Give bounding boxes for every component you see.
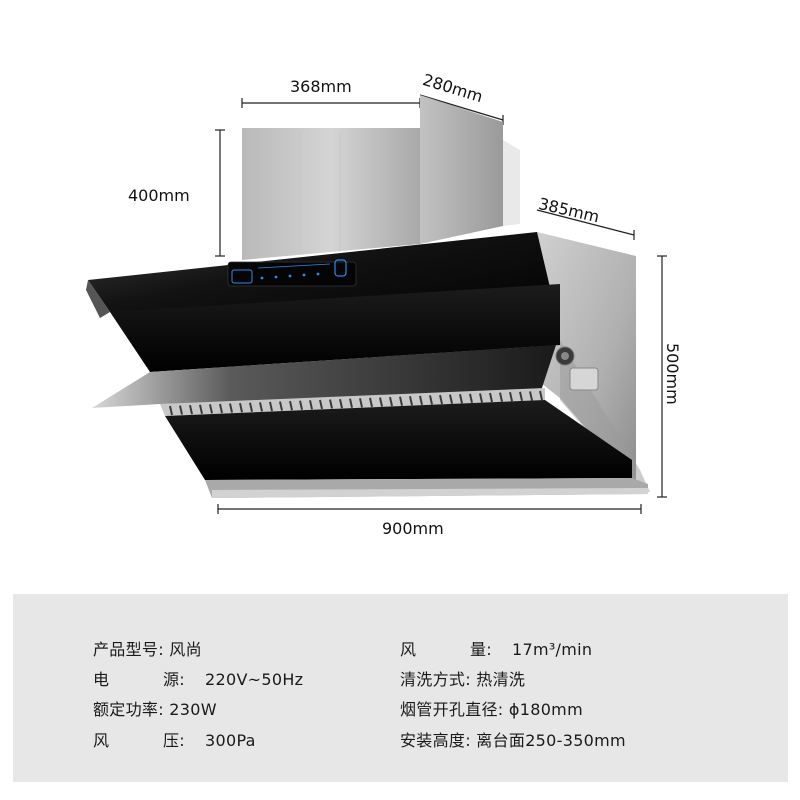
side-light bbox=[555, 346, 599, 391]
spec-cleaning: 清洗方式: 热清洗 bbox=[400, 666, 525, 690]
spec-duct-value: ϕ180mm bbox=[508, 700, 583, 719]
grill-slot bbox=[539, 390, 543, 401]
grill-slot bbox=[259, 402, 263, 412]
spec-model-label: 产品型号: bbox=[93, 640, 164, 659]
grill-slot bbox=[379, 397, 383, 407]
grill-slot bbox=[329, 399, 333, 409]
spec-power-supply-label: 电 源: bbox=[93, 666, 205, 690]
grill-slot bbox=[479, 393, 483, 403]
spec-power-supply-value: 220V~50Hz bbox=[205, 670, 304, 689]
grill-slot bbox=[179, 405, 183, 415]
spec-model: 产品型号: 风尚 bbox=[93, 636, 202, 660]
range-hood-drawing bbox=[86, 94, 667, 514]
grill-slot bbox=[409, 396, 413, 406]
spec-pressure-label: 风 压: bbox=[93, 727, 205, 751]
spec-power-supply: 电 源: 220V~50Hz bbox=[93, 666, 303, 690]
grill-slot bbox=[459, 394, 463, 404]
hood-height-label: 500mm bbox=[663, 343, 682, 405]
grill-slot bbox=[339, 398, 343, 409]
spec-power-supply-label-b: 源: bbox=[163, 670, 185, 689]
grill-slot bbox=[349, 398, 353, 408]
product-illustration: 368mm 280mm 400mm 385mm 500mm 900mm bbox=[86, 70, 682, 538]
grill-slot bbox=[509, 391, 513, 402]
spec-panel: 产品型号: 风尚 电源:220V~50Hz 额定功率: 230W 风压:300P… bbox=[13, 594, 788, 782]
spec-airflow: 风 量: 17m³/min bbox=[400, 636, 592, 660]
spec-cleaning-label: 清洗方式: bbox=[400, 670, 471, 689]
grill-slot bbox=[199, 404, 203, 415]
spec-rated-power: 额定功率: 230W bbox=[93, 696, 217, 720]
spec-install-height-value: 离台面250-350mm bbox=[476, 731, 626, 750]
grill-slot bbox=[519, 391, 523, 402]
spec-rated-power-label: 额定功率: bbox=[93, 700, 164, 719]
grill-slot bbox=[239, 402, 243, 413]
control-panel bbox=[227, 259, 357, 287]
spec-power-supply-label-a: 电 bbox=[93, 670, 110, 689]
spec-duct-label: 烟管开孔直径: bbox=[400, 700, 504, 719]
grill-slot bbox=[319, 399, 323, 410]
grill-slot bbox=[419, 395, 423, 406]
grill-slot bbox=[369, 397, 373, 408]
grill-slot bbox=[359, 398, 363, 408]
grill-slot bbox=[289, 400, 293, 411]
spec-airflow-value: 17m³/min bbox=[512, 640, 593, 659]
spec-airflow-label-a: 风 bbox=[400, 640, 417, 659]
grill-slot bbox=[489, 392, 493, 403]
grill-slot bbox=[499, 392, 503, 402]
grill-slot bbox=[219, 403, 223, 414]
spec-install-height-label: 安装高度: bbox=[400, 731, 471, 750]
spec-pressure-label-b: 压: bbox=[163, 731, 185, 750]
middle-glass-band bbox=[110, 284, 560, 372]
grill-slot bbox=[269, 401, 273, 412]
grill-slot bbox=[169, 405, 173, 416]
grill-slot bbox=[469, 393, 473, 404]
grill-slot bbox=[279, 401, 283, 411]
spec-cleaning-value: 热清洗 bbox=[476, 670, 526, 689]
dimension-lines bbox=[215, 94, 667, 514]
spec-model-value: 风尚 bbox=[169, 640, 202, 659]
grill-slot bbox=[399, 396, 403, 406]
spec-airflow-label-b: 量: bbox=[470, 640, 492, 659]
spec-pressure: 风 压: 300Pa bbox=[93, 727, 256, 751]
side-panel bbox=[537, 232, 636, 486]
grill-slot bbox=[249, 402, 253, 412]
grill-slot bbox=[439, 394, 443, 405]
air-intake-grill bbox=[160, 388, 545, 416]
spec-install-height: 安装高度: 离台面250-350mm bbox=[400, 727, 626, 751]
chimney bbox=[242, 95, 520, 260]
grill-slot bbox=[309, 400, 313, 410]
grill-slot bbox=[189, 404, 193, 415]
chimney-width-label: 368mm bbox=[290, 77, 352, 96]
hood-width-label: 900mm bbox=[382, 519, 444, 538]
air-flap bbox=[92, 345, 556, 408]
spec-duct: 烟管开孔直径: ϕ180mm bbox=[400, 696, 583, 720]
spec-rated-power-value: 230W bbox=[169, 700, 217, 719]
chimney-height-label: 400mm bbox=[128, 186, 190, 205]
spec-pressure-label-a: 风 bbox=[93, 731, 110, 750]
spec-pressure-value: 300Pa bbox=[205, 731, 256, 750]
spec-airflow-label: 风 量: bbox=[400, 636, 512, 660]
grill-slot bbox=[229, 403, 233, 413]
grill-slot bbox=[429, 395, 433, 405]
grill-slot bbox=[389, 396, 393, 407]
grill-slot bbox=[299, 400, 303, 410]
grill-slot bbox=[209, 404, 213, 414]
lower-glass-panel bbox=[165, 400, 632, 480]
grill-slot bbox=[529, 391, 533, 401]
grill-slot bbox=[449, 394, 453, 404]
